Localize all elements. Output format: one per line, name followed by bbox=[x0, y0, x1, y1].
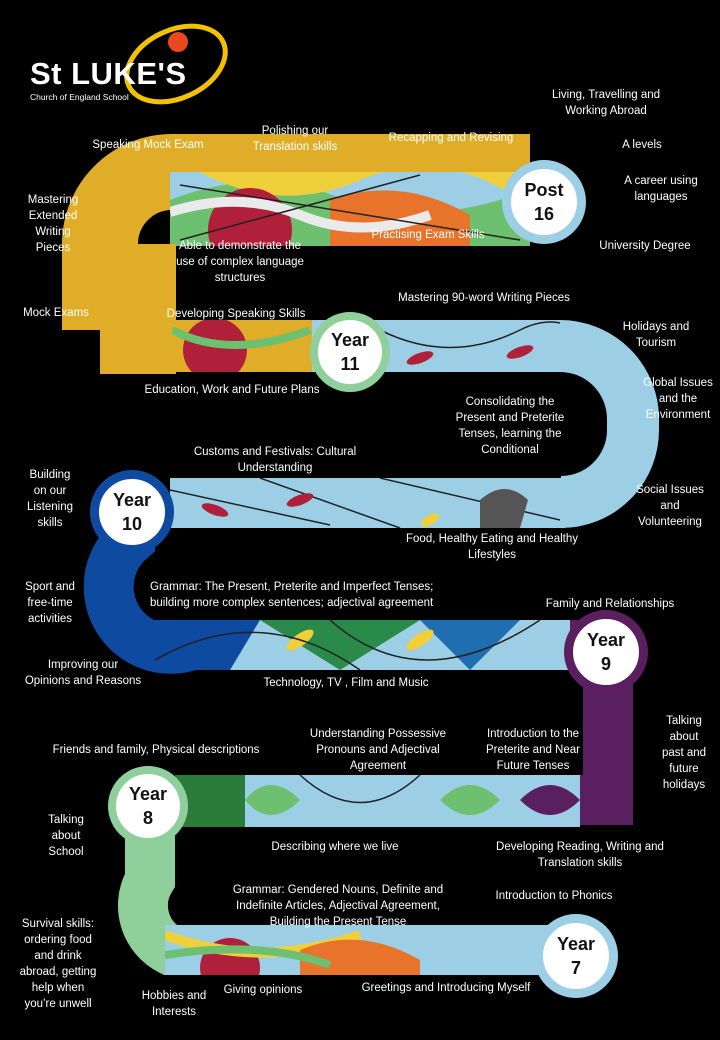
milestone-year10-line1: Year bbox=[112, 490, 152, 510]
topic-language-structures: Able to demonstrate the use of complex l… bbox=[176, 240, 304, 284]
milestone-year8: Year 8 bbox=[108, 766, 188, 846]
topic-preterite-near: Introduction to the Preterite and Near F… bbox=[486, 728, 580, 772]
topic-technology: Technology, TV , Film and Music bbox=[263, 677, 429, 689]
topic-friends-family: Friends and family, Physical description… bbox=[52, 744, 260, 756]
topic-grammar10: Grammar: The Present, Preterite and Impe… bbox=[150, 581, 434, 609]
topic-post16-university: University Degree bbox=[599, 240, 691, 252]
milestone-year11-line1: Year bbox=[330, 330, 370, 350]
gold-connector bbox=[100, 244, 176, 374]
milestone-year9-line1: Year bbox=[586, 630, 626, 650]
topic-mock-exams: Mock Exams bbox=[23, 307, 89, 319]
topic-post16-living: Living, Travelling and Working Abroad bbox=[551, 89, 661, 117]
topic-survival: Survival skills: ordering food and drink… bbox=[19, 918, 97, 1010]
topic-global-issues: Global Issues and the Environment bbox=[643, 377, 713, 421]
milestone-post16-line1: Post bbox=[524, 180, 564, 200]
milestone-year9: Year 9 bbox=[564, 610, 648, 694]
milestone-year8-line2: 8 bbox=[142, 808, 153, 828]
milestone-year11-line2: 11 bbox=[340, 354, 360, 374]
milestone-year7: Year 7 bbox=[534, 914, 618, 998]
topic-possessive: Understanding Possessive Pronouns and Ad… bbox=[309, 728, 447, 772]
topic-speaking-mock: Speaking Mock Exam bbox=[92, 139, 204, 151]
topic-sport: Sport and free-time activities bbox=[25, 581, 75, 625]
topic-speaking-skills: Developing Speaking Skills bbox=[166, 308, 306, 320]
topic-food-health: Food, Healthy Eating and Healthy Lifesty… bbox=[406, 533, 578, 561]
school-subtitle: Church of England School bbox=[30, 92, 129, 102]
topic-opinions-reasons: Improving our Opinions and Reasons bbox=[24, 659, 142, 687]
topic-family-relationships: Family and Relationships bbox=[545, 598, 675, 610]
topic-ninety-word: Mastering 90-word Writing Pieces bbox=[398, 292, 570, 304]
school-logo: St LUKE'S Church of England School bbox=[26, 20, 236, 110]
topic-school: Talking about School bbox=[48, 814, 84, 858]
topic-phonics: Introduction to Phonics bbox=[495, 890, 613, 902]
topic-where-live: Describing where we live bbox=[271, 841, 399, 853]
year11-band bbox=[172, 320, 659, 528]
topic-grammar7: Grammar: Gendered Nouns, Definite and In… bbox=[232, 884, 444, 928]
year8-band bbox=[118, 775, 580, 975]
milestone-year8-line1: Year bbox=[128, 784, 168, 804]
milestone-post16-line2: 16 bbox=[533, 204, 555, 224]
year7-band bbox=[165, 925, 565, 975]
milestone-year10: Year 10 bbox=[90, 470, 174, 554]
topic-social-issues: Social Issues and Volunteering bbox=[636, 484, 704, 528]
topic-polishing: Polishing our Translation skills bbox=[252, 125, 338, 153]
logo-emblem bbox=[124, 23, 228, 105]
school-name: St LUKE'S bbox=[30, 56, 187, 91]
topic-extended-writing: Mastering Extended Writing Pieces bbox=[27, 194, 79, 254]
topic-listening: Building on our Listening skills bbox=[26, 469, 74, 529]
topic-consolidating: Consolidating the Present and Preterite … bbox=[455, 396, 565, 456]
milestone-year7-line2: 7 bbox=[570, 958, 581, 978]
topic-post16-alevels: A levels bbox=[622, 139, 662, 151]
post16-band bbox=[62, 134, 530, 330]
milestone-year7-line1: Year bbox=[556, 934, 596, 954]
topic-customs: Customs and Festivals: Cultural Understa… bbox=[193, 446, 357, 474]
topic-education-work: Education, Work and Future Plans bbox=[144, 384, 320, 396]
topic-exam-skills: Practising Exam Skills bbox=[371, 229, 485, 241]
topic-reading-writing: Developing Reading, Writing and Translat… bbox=[496, 841, 664, 869]
topic-post16-career: A career using languages bbox=[624, 175, 698, 203]
milestone-year10-line2: 10 bbox=[121, 514, 143, 534]
topic-past-holidays: Talking about past and future holidays bbox=[661, 715, 707, 791]
topic-recapping: Recapping and Revising bbox=[388, 132, 514, 144]
topic-hobbies: Hobbies and Interests bbox=[141, 990, 207, 1018]
topic-greetings: Greetings and Introducing Myself bbox=[361, 982, 531, 994]
milestone-year9-line2: 9 bbox=[600, 654, 611, 674]
topic-holidays-tourism: Holidays and Tourism bbox=[622, 321, 690, 349]
milestone-year11: Year 11 bbox=[310, 312, 390, 392]
topic-giving-opinions: Giving opinions bbox=[223, 984, 303, 996]
milestone-post16: Post 16 bbox=[502, 160, 586, 244]
